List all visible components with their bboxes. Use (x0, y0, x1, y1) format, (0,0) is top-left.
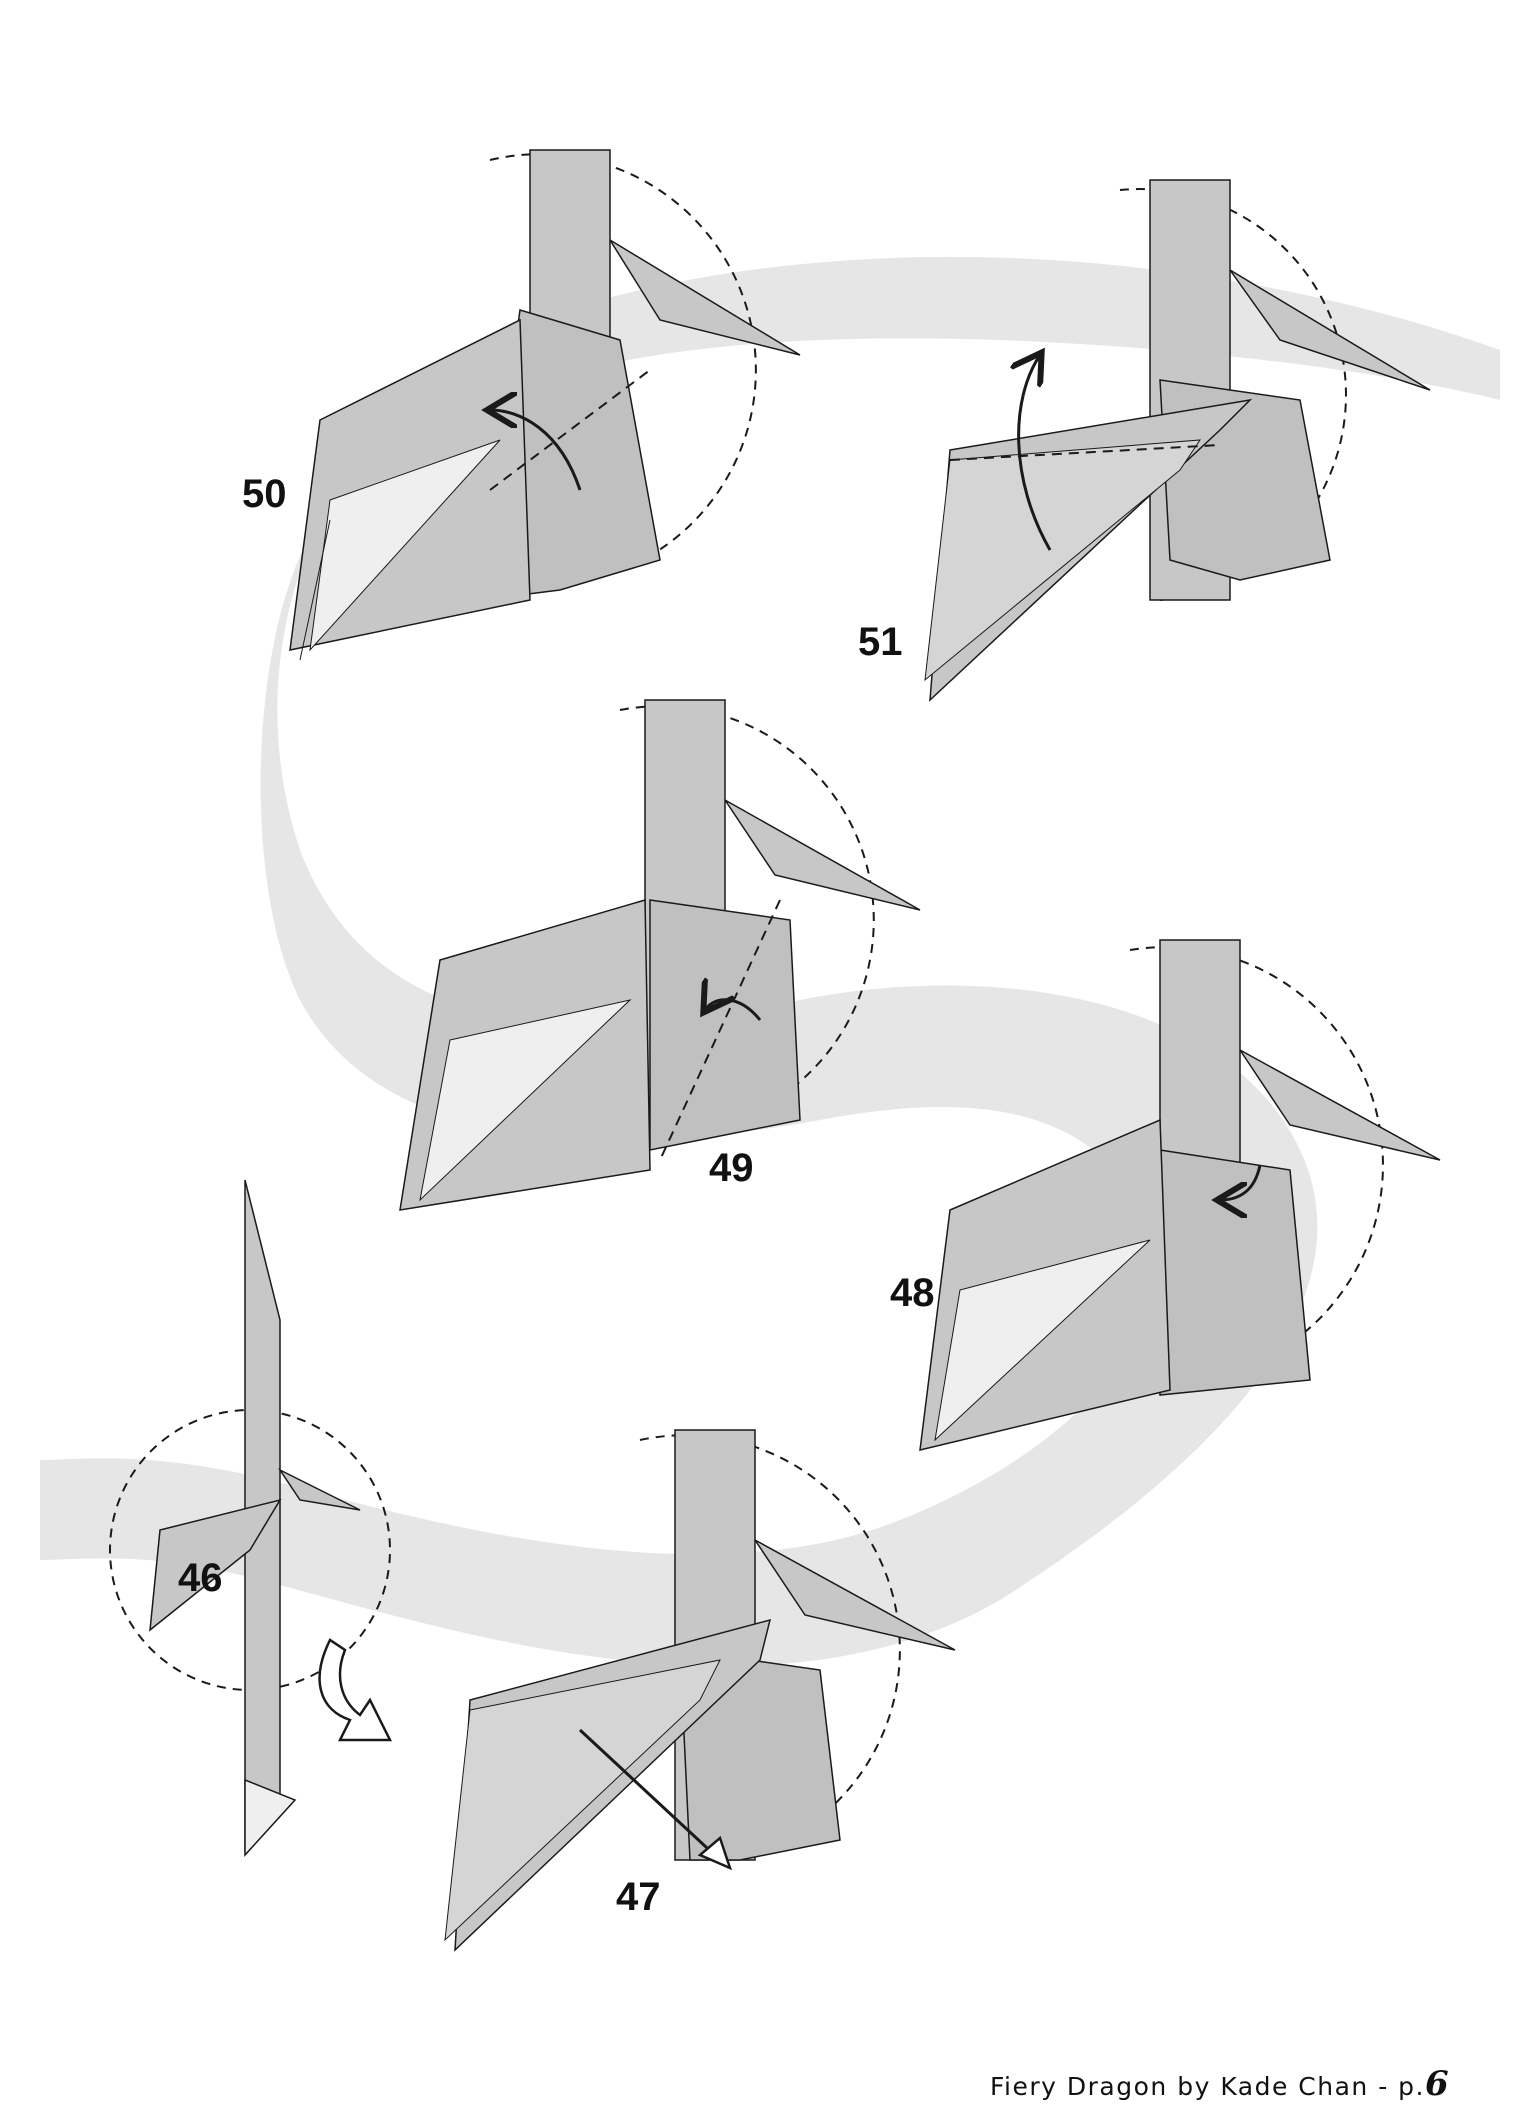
step-48-head (1239, 1049, 1441, 1161)
step-49-body (649, 899, 801, 1151)
step-50-figure (289, 149, 801, 661)
step-49-fold-arrow (705, 1000, 762, 1021)
step-47-figure (444, 1429, 956, 1952)
page-footer: Fiery Dragon by Kade Chan - p.6 (990, 2064, 1470, 2104)
step-number-51: 51 (858, 620, 903, 664)
step-46-head (277, 1468, 361, 1511)
step-number-47: 47 (616, 1875, 661, 1919)
footer-credit: Fiery Dragon by Kade Chan - p. (990, 2072, 1425, 2101)
step-50-wing-inner (309, 439, 501, 652)
step-number-48: 48 (890, 1271, 935, 1315)
step-49-wing-inner (419, 999, 632, 1202)
step-46-tail-light (244, 1778, 297, 1857)
step-47-body (679, 1649, 841, 1861)
step-50-head (609, 239, 801, 356)
step-48-body (1159, 1149, 1311, 1396)
step-48-figure (919, 939, 1441, 1451)
step-47-head (754, 1539, 956, 1651)
step-47-arrowhead (697, 1835, 733, 1871)
step-51-figure (924, 179, 1431, 702)
step-46-figure (109, 1179, 393, 1857)
step-51-fold-arrow (1019, 355, 1052, 551)
step-number-46: 46 (178, 1556, 223, 1600)
step-50-fold-arrow (490, 410, 582, 491)
step-48-wing-inner (934, 1239, 1151, 1442)
step-46-wing (149, 1498, 282, 1632)
step-47-fold-arrow (578, 1728, 722, 1862)
step-46-turn-arrow (318, 1638, 393, 1742)
step-number-50: 50 (242, 472, 287, 516)
step-51-head (1229, 269, 1431, 391)
step-number-49: 49 (709, 1146, 754, 1190)
step-49-head (724, 799, 921, 911)
step-49-figure (399, 699, 921, 1211)
step-48-fold-arrow (1220, 1164, 1262, 1200)
page-number: 6 (1425, 2064, 1451, 2104)
